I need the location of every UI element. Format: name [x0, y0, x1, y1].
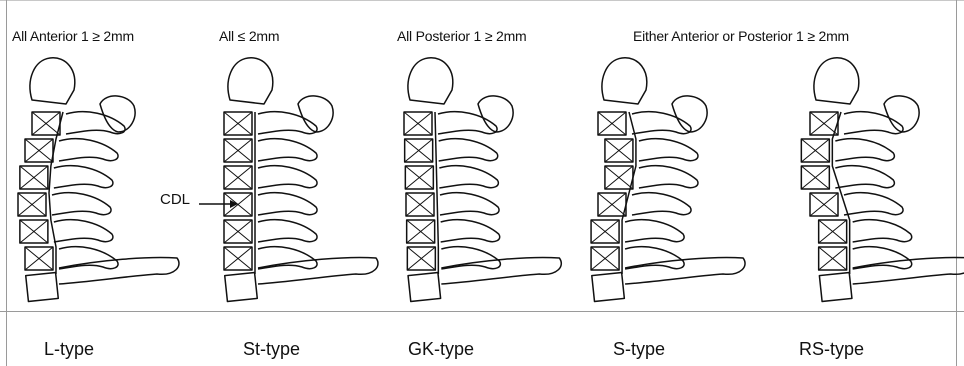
t1-body: [26, 273, 59, 302]
spinous-process: [258, 220, 317, 242]
spinous-process: [835, 166, 894, 188]
c7-spinous-process: [625, 257, 745, 284]
spinous-process: [258, 112, 317, 134]
c7-spinous-process: [258, 257, 378, 284]
t1-body: [819, 273, 852, 302]
spinous-process: [258, 166, 317, 188]
spinous-process: [439, 139, 498, 161]
spinous-process: [59, 139, 118, 161]
spinous-process: [625, 220, 684, 242]
c7-spinous-process: [441, 257, 561, 284]
spinous-process: [441, 220, 500, 242]
spine-drawings: [18, 58, 964, 302]
spinous-process: [844, 193, 903, 215]
cdl-arrow: [199, 200, 238, 208]
spinous-process: [835, 139, 894, 161]
spinous-process: [639, 139, 698, 161]
spinous-process: [639, 166, 698, 188]
spinous-process: [438, 112, 497, 134]
spinous-process: [54, 166, 113, 188]
spinous-process: [439, 166, 498, 188]
spinous-process: [632, 193, 691, 215]
spine-s-type: [591, 58, 745, 302]
label-st-type: St-type: [243, 339, 300, 360]
skull-outline: [228, 58, 273, 104]
label-rs-type: RS-type: [799, 339, 864, 360]
spinous-process: [54, 220, 113, 242]
t1-body: [408, 273, 441, 302]
spine-rs-type: [801, 58, 964, 302]
spine-l-type: [18, 58, 179, 302]
c7-spinous-process: [853, 257, 964, 284]
skull-outline: [30, 58, 75, 104]
spine-st-type: [224, 58, 378, 302]
skull-outline: [408, 58, 453, 104]
spinous-process: [632, 112, 691, 134]
label-s-type: S-type: [613, 339, 665, 360]
t1-body: [225, 273, 258, 302]
label-l-type: L-type: [44, 339, 94, 360]
atlas-outline: [100, 96, 135, 132]
label-gk-type: GK-type: [408, 339, 474, 360]
spinous-process: [844, 112, 903, 134]
spinous-process: [440, 193, 499, 215]
c7-spinous-process: [59, 257, 179, 284]
spinous-process: [52, 193, 111, 215]
spinous-process: [258, 139, 317, 161]
t1-body: [592, 273, 625, 302]
spinous-process: [258, 193, 317, 215]
cdl-label: CDL: [160, 191, 190, 208]
spinous-process: [853, 220, 912, 242]
skull-outline: [602, 58, 647, 104]
skull-outline: [814, 58, 859, 104]
spine-gk-type: [404, 58, 561, 302]
